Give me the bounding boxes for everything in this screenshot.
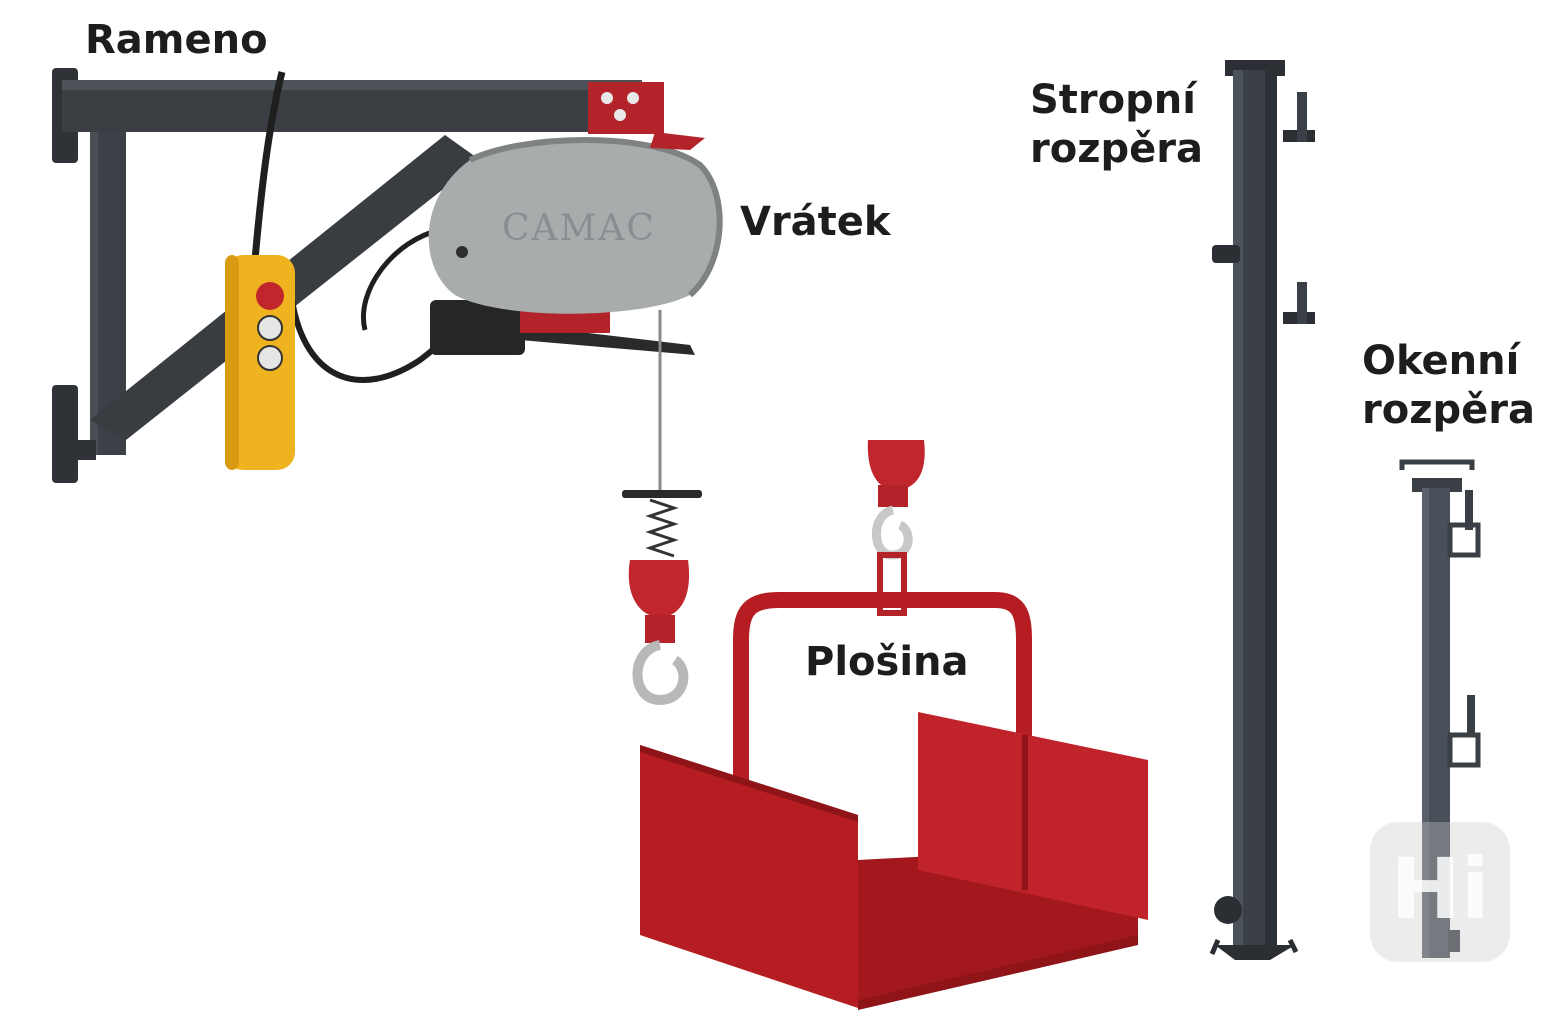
watermark-text: Hi xyxy=(1390,840,1490,938)
label-window-brace-line2: rozpěra xyxy=(1362,386,1535,433)
winch: CAMAC xyxy=(428,132,723,355)
label-winch: Vrátek xyxy=(740,199,891,245)
ceiling-brace xyxy=(1209,60,1315,960)
label-arm: Rameno xyxy=(85,17,268,63)
label-window-brace-line1: Okenní xyxy=(1362,338,1520,384)
label-platform: Plošina xyxy=(805,639,969,685)
winch-brand: CAMAC xyxy=(502,208,656,249)
hook-block xyxy=(622,490,702,706)
watermark-badge: Hi xyxy=(1370,822,1510,962)
pendant-controller xyxy=(225,255,295,470)
control-cable xyxy=(251,71,286,261)
window-brace xyxy=(1399,459,1481,958)
label-ceiling-brace-line2: rozpěra xyxy=(1030,125,1203,172)
label-ceiling-brace: Stropní rozpěra xyxy=(1030,76,1203,174)
platform-hook xyxy=(867,440,925,616)
label-window-brace: Okenní rozpěra xyxy=(1362,337,1535,435)
label-ceiling-brace-line1: Stropní xyxy=(1030,77,1196,123)
platform xyxy=(640,592,1148,1010)
